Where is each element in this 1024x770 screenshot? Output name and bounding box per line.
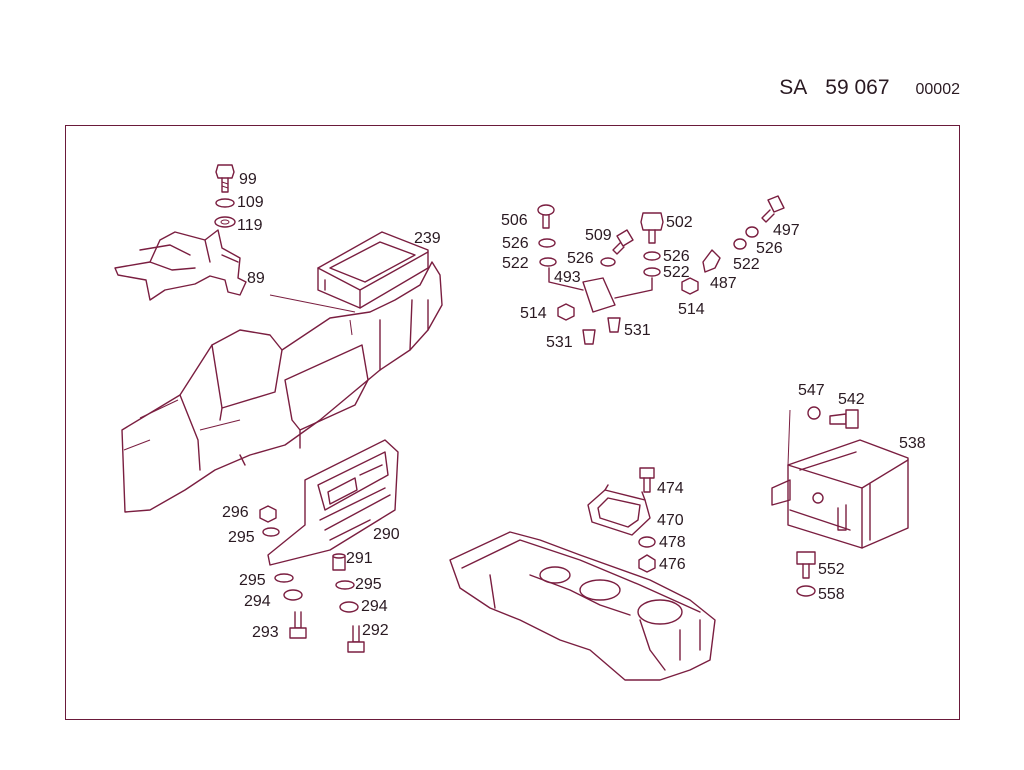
label-552: 552 <box>818 561 845 578</box>
center-fasteners-drawing <box>537 195 785 345</box>
dashboard-drawing <box>121 261 443 513</box>
label-542: 542 <box>838 391 865 408</box>
sheet-number: 00002 <box>915 81 961 98</box>
label-478: 478 <box>659 534 686 551</box>
label-522: 522 <box>733 256 760 273</box>
label-522: 522 <box>663 264 690 281</box>
box-538-drawing <box>771 406 909 597</box>
diagram-header: SA 59 067 00002 <box>779 76 960 100</box>
label-497: 497 <box>773 222 800 239</box>
label-290: 290 <box>373 526 400 543</box>
label-487: 487 <box>710 275 737 292</box>
label-514: 514 <box>678 301 705 318</box>
diagram-number: 59 067 <box>825 76 890 99</box>
label-89: 89 <box>247 270 265 287</box>
label-295: 295 <box>355 576 382 593</box>
label-296: 296 <box>222 504 249 521</box>
nut-296-drawing <box>259 505 280 537</box>
label-292: 292 <box>362 622 389 639</box>
label-526: 526 <box>663 248 690 265</box>
label-294: 294 <box>361 598 388 615</box>
label-526: 526 <box>567 250 594 267</box>
center-console-drawing <box>449 467 716 681</box>
label-502: 502 <box>666 214 693 231</box>
label-119: 119 <box>237 217 263 234</box>
part-labels: 99 109 119 89 239 506 526 522 509 526 49… <box>222 171 926 641</box>
label-294: 294 <box>244 593 271 610</box>
bracket-89-drawing <box>114 229 247 301</box>
diagram-prefix: SA <box>779 76 808 99</box>
label-291: 291 <box>346 550 373 567</box>
diagram-frame <box>65 125 960 720</box>
label-99: 99 <box>239 171 257 188</box>
label-522: 522 <box>502 255 529 272</box>
label-474: 474 <box>657 480 684 497</box>
label-526: 526 <box>756 240 783 257</box>
fasteners-lower-left-drawing <box>274 553 365 653</box>
label-239: 239 <box>414 230 441 247</box>
label-506: 506 <box>501 212 528 229</box>
label-109: 109 <box>237 194 264 211</box>
label-295: 295 <box>228 529 255 546</box>
label-509: 509 <box>585 227 612 244</box>
label-547: 547 <box>798 382 825 399</box>
label-558: 558 <box>818 586 845 603</box>
label-470: 470 <box>657 512 684 529</box>
label-538: 538 <box>899 435 926 452</box>
label-493: 493 <box>554 269 581 286</box>
label-526: 526 <box>502 235 529 252</box>
panel-290-drawing <box>267 439 399 566</box>
label-531: 531 <box>546 334 573 351</box>
box-239-drawing <box>317 231 429 309</box>
label-514: 514 <box>520 305 547 322</box>
label-293: 293 <box>252 624 279 641</box>
label-476: 476 <box>659 556 686 573</box>
label-295: 295 <box>239 572 266 589</box>
bolt-99-drawing <box>214 164 236 228</box>
label-531: 531 <box>624 322 651 339</box>
